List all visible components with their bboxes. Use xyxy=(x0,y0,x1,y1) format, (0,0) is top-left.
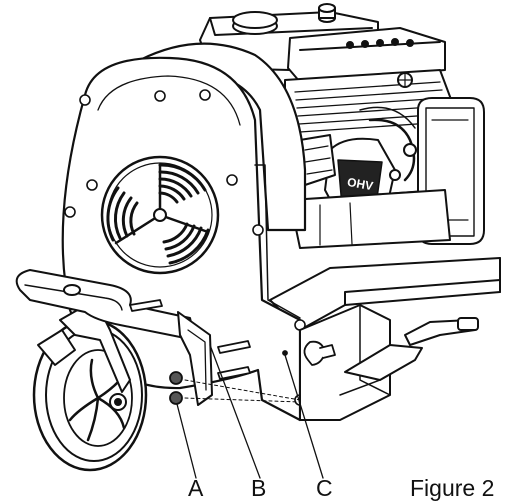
deflector-knob xyxy=(282,340,336,366)
engine: OHV xyxy=(199,3,485,249)
engine-badge: OHV xyxy=(346,175,374,193)
blower-housing xyxy=(59,42,423,422)
callout-a: A xyxy=(188,475,204,501)
mounting-hardware xyxy=(129,299,301,405)
figure-caption: Figure 2 xyxy=(410,475,495,501)
callout-c: C xyxy=(316,475,333,501)
intake-grille xyxy=(100,155,220,275)
caster-wheel-assembly xyxy=(15,269,213,472)
discharge-outlet xyxy=(299,304,423,421)
callout-b: B xyxy=(251,475,267,501)
leader-lines xyxy=(176,344,324,479)
